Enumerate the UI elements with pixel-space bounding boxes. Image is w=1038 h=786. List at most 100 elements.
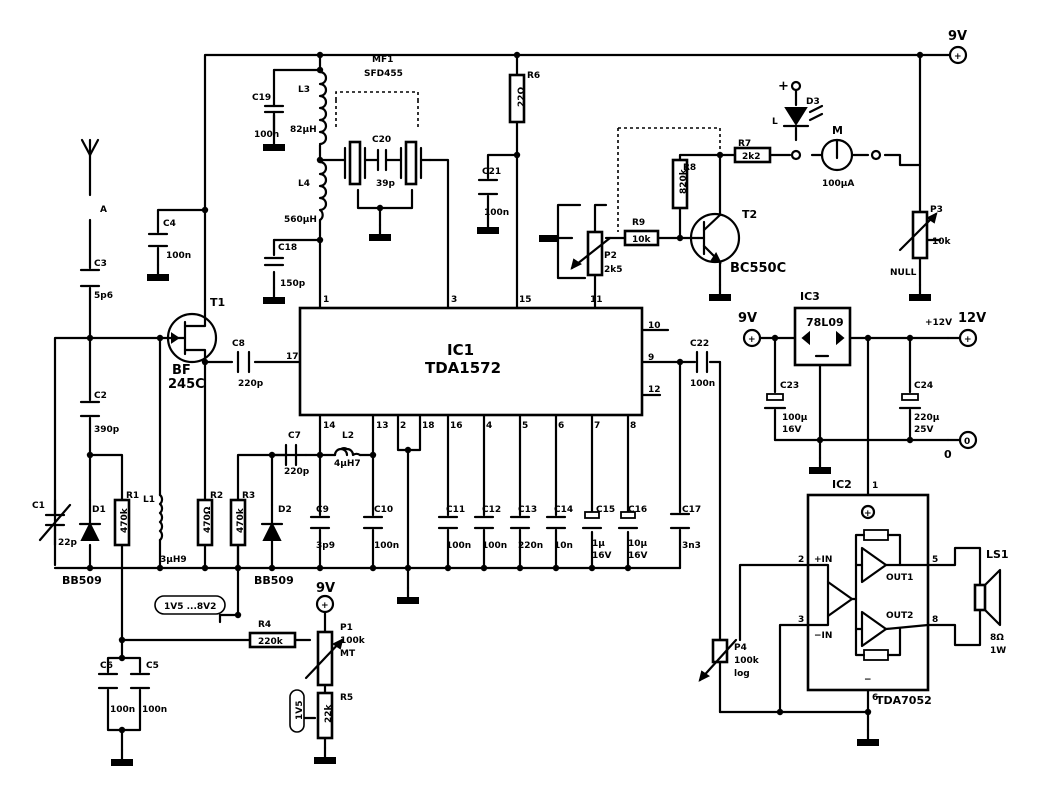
meter: M 100µA bbox=[820, 124, 854, 189]
c23-ref: C23 bbox=[780, 381, 799, 391]
c7-ref: C7 bbox=[288, 431, 301, 441]
c20-ref: C20 bbox=[372, 135, 391, 145]
c19-ref: C19 bbox=[252, 93, 271, 103]
l4-value: 560µH bbox=[284, 215, 317, 225]
ic1-ref: IC1 bbox=[447, 341, 474, 359]
l1-value: 3µH9 bbox=[160, 555, 187, 565]
ic2-in-minus: −IN bbox=[814, 631, 832, 641]
t2-type: BC550C bbox=[730, 261, 786, 276]
c9-ref: C9 bbox=[316, 505, 329, 515]
t1-type2: 245C bbox=[168, 377, 205, 392]
c3-ref: C3 bbox=[94, 259, 107, 269]
c14-ref: C14 bbox=[554, 505, 573, 515]
potentiometers: P2 2k5 P3 10k NULL P1 100k MT P4 100k lo… bbox=[304, 205, 952, 687]
pin-label: 11 bbox=[590, 295, 603, 305]
diodes: D1 BB509 D2 BB509 D3 L bbox=[62, 97, 824, 587]
pin-label: 3 bbox=[798, 615, 804, 625]
c24-value: 220µ bbox=[914, 413, 940, 423]
pin-label: 4 bbox=[486, 421, 492, 431]
pin-label: 2 bbox=[798, 555, 804, 565]
r8-ref: R8 bbox=[683, 163, 696, 173]
pin-label: 3 bbox=[451, 295, 457, 305]
p3-value: 10k bbox=[932, 237, 952, 247]
pin-label: 15 bbox=[519, 295, 532, 305]
p4-value: 100k bbox=[734, 656, 760, 666]
c24-voltage: 25V bbox=[914, 425, 934, 435]
ic2-out2: OUT2 bbox=[886, 611, 913, 621]
pin-label: 12 bbox=[648, 385, 661, 395]
r4-value: 220k bbox=[258, 637, 284, 647]
l1-ref: L1 bbox=[143, 495, 155, 505]
plus-sign: + bbox=[748, 335, 756, 345]
meter-ref: M bbox=[832, 124, 843, 137]
mf1-filter: MF1 SFD455 C20 39p bbox=[335, 55, 432, 189]
pin-label: 16 bbox=[450, 421, 463, 431]
c15-ref: C15 bbox=[596, 505, 615, 515]
pin-label: 6 bbox=[872, 693, 878, 703]
ls1-ref: LS1 bbox=[986, 548, 1009, 561]
c22-ref: C22 bbox=[690, 339, 709, 349]
ic2-out1: OUT1 bbox=[886, 573, 913, 583]
supply-12v: 12V bbox=[958, 311, 986, 326]
r3-value: 470k bbox=[236, 507, 246, 533]
pin-label: 2 bbox=[400, 421, 406, 431]
ic3-ref: IC3 bbox=[800, 290, 820, 303]
r9-value: 10k bbox=[632, 235, 652, 245]
pin-label: 1 bbox=[872, 481, 878, 491]
ic2: IC2 TDA7052 + − 1 2 3 5 8 6 +IN −IN OUT1… bbox=[798, 478, 938, 707]
pin-label: 8 bbox=[932, 615, 938, 625]
junction-dots bbox=[86, 51, 924, 734]
c3-value: 5p6 bbox=[94, 291, 113, 301]
l2-ref: L2 bbox=[342, 431, 354, 441]
c2-value: 390p bbox=[94, 425, 120, 435]
r8-value: 820k bbox=[679, 168, 689, 194]
supply-plus12v: +12V bbox=[925, 318, 952, 328]
pin-label: 10 bbox=[648, 321, 661, 331]
c15-voltage: 16V bbox=[592, 551, 612, 561]
r9-ref: R9 bbox=[632, 218, 645, 228]
c1-ref: C1 bbox=[32, 501, 45, 511]
plus-sign: + bbox=[954, 52, 962, 62]
c13-ref: C13 bbox=[518, 505, 537, 515]
t1-type1: BF bbox=[172, 363, 191, 378]
c21-value: 100n bbox=[484, 208, 509, 218]
ic3: IC3 78L09 bbox=[793, 290, 852, 367]
c1-value: 22p bbox=[58, 538, 78, 548]
pin-label: 13 bbox=[376, 421, 389, 431]
c6-ref: C6 bbox=[100, 661, 113, 671]
p4-ref: P4 bbox=[734, 643, 747, 653]
c18-ref: C18 bbox=[278, 243, 297, 253]
c17-value: 3n3 bbox=[682, 541, 701, 551]
d2-type: BB509 bbox=[254, 574, 294, 587]
supply-9v-top: 9V bbox=[948, 29, 967, 44]
r2-ref: R2 bbox=[210, 491, 223, 501]
c13-value: 220n bbox=[518, 541, 543, 551]
r3-ref: R3 bbox=[242, 491, 255, 501]
ic2-ref: IC2 bbox=[832, 478, 852, 491]
c9-value: 3p9 bbox=[316, 541, 335, 551]
ls1-impedance: 8Ω bbox=[990, 633, 1004, 643]
p2-value: 2k5 bbox=[604, 265, 623, 275]
supply-terminals: + 9V + 9V + 12V +12V 0 0 + 9V + bbox=[315, 29, 986, 614]
c8-ref: C8 bbox=[232, 339, 245, 349]
c12-value: 100n bbox=[482, 541, 507, 551]
c7-value: 220p bbox=[284, 467, 310, 477]
pin-label: 5 bbox=[932, 555, 938, 565]
pin-label: 17 bbox=[286, 352, 299, 362]
r6-ref: R6 bbox=[527, 71, 540, 81]
p3-ref: P3 bbox=[930, 205, 943, 215]
resistors: R6 22Ω R1 470k R2 470Ω R3 470k R4 220k R… bbox=[113, 71, 772, 740]
c5-ref: C5 bbox=[146, 661, 159, 671]
t2-ref: T2 bbox=[742, 208, 757, 221]
c6-value: 100n bbox=[110, 705, 135, 715]
antenna-label: A bbox=[100, 205, 107, 215]
c18-value: 150p bbox=[280, 279, 306, 289]
d2-ref: D2 bbox=[278, 505, 292, 515]
c4-value: 100n bbox=[166, 251, 191, 261]
zero-sign: 0 bbox=[964, 437, 970, 447]
p1-name: MT bbox=[340, 649, 356, 659]
ground-symbols bbox=[110, 133, 932, 767]
tag-1v5: 1V5 bbox=[295, 701, 305, 721]
loudspeaker: LS1 8Ω 1W bbox=[973, 548, 1009, 656]
